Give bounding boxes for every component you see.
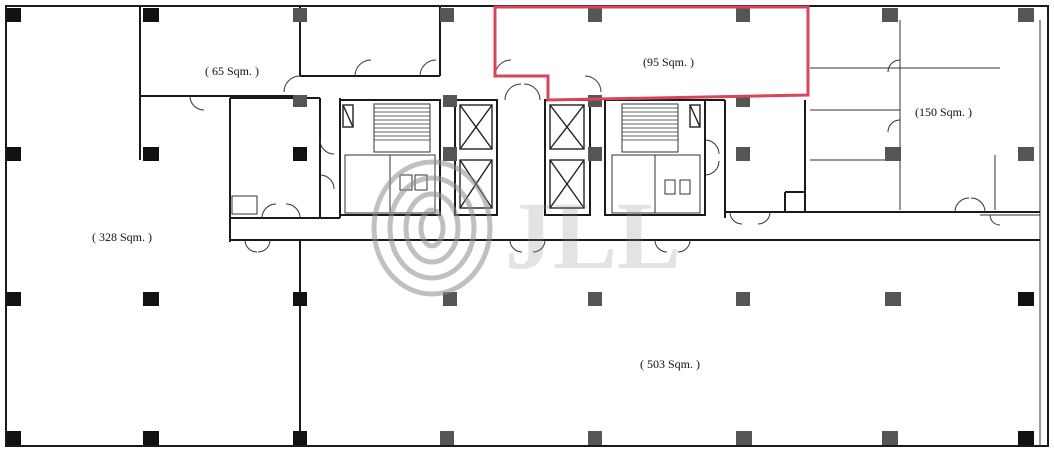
room-label-65: ( 65 Sqm. ) xyxy=(205,64,259,78)
partition-walls xyxy=(139,6,1041,446)
room-label-95: (95 Sqm. ) xyxy=(643,55,694,69)
room-label-328: ( 328 Sqm. ) xyxy=(92,230,152,244)
highlighted-unit-outline xyxy=(493,5,810,102)
stairwell-right xyxy=(621,103,679,153)
room-label-503: ( 503 Sqm. ) xyxy=(640,357,700,371)
jll-logo-mark-icon xyxy=(371,159,493,297)
jll-watermark: JLL xyxy=(371,159,681,297)
room-label-150: (150 Sqm. ) xyxy=(915,105,972,119)
stairwell-left xyxy=(373,103,431,153)
structural-columns xyxy=(7,8,1034,445)
watermark-text: JLL xyxy=(505,182,681,289)
